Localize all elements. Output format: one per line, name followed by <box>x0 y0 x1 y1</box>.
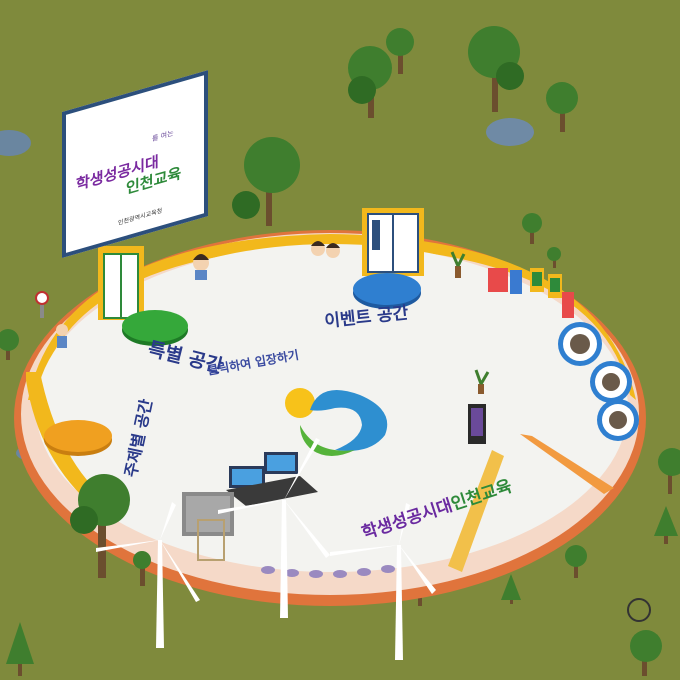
theme-zone-pad[interactable] <box>44 420 112 456</box>
tree-icon <box>0 329 19 360</box>
event-zone-pad[interactable] <box>353 273 421 309</box>
tree-icon <box>658 448 680 494</box>
student-character-icon <box>193 254 209 280</box>
tree-icon <box>348 46 392 118</box>
seat-row <box>261 565 395 578</box>
sign-pole-icon <box>35 291 49 318</box>
wind-turbine-icon <box>96 502 200 648</box>
student-character-icon <box>311 241 340 258</box>
tree-icon <box>468 26 524 112</box>
arena-wall-front <box>26 372 120 520</box>
vending-machine-icon[interactable] <box>488 268 522 294</box>
laptop-icon[interactable] <box>226 452 318 506</box>
tree-icon <box>547 247 561 268</box>
door-icon[interactable] <box>98 246 144 320</box>
tree-icon <box>6 622 34 676</box>
plant-icon <box>474 369 490 394</box>
tree-icon <box>386 28 414 74</box>
tree-icon <box>546 82 578 132</box>
plant-icon <box>450 251 466 278</box>
billboard-subtitle: 를 여는 <box>152 129 174 144</box>
vending-machine-icon[interactable] <box>562 292 574 318</box>
tree-icon <box>133 551 151 586</box>
billboard-org: 인천광역시교육청 <box>118 207 163 227</box>
rock-icon <box>486 118 534 146</box>
tree-icon <box>501 574 521 604</box>
student-character-icon <box>56 324 68 348</box>
theme-medallion[interactable] <box>597 399 639 441</box>
wind-turbine-icon <box>218 438 330 618</box>
door-icon[interactable] <box>362 208 424 276</box>
tree-icon <box>522 213 542 244</box>
theme-medallion[interactable] <box>558 322 602 366</box>
rock-icon <box>0 130 31 156</box>
booth-frame-icon <box>182 492 234 561</box>
tree-icon <box>565 545 587 578</box>
special-zone-pad[interactable] <box>122 310 188 346</box>
tree-icon <box>232 137 300 226</box>
theme-medallion[interactable] <box>590 361 632 403</box>
compass-icon[interactable] <box>627 598 651 622</box>
kiosk-icon[interactable] <box>468 404 486 444</box>
display-board-icon[interactable] <box>530 268 562 298</box>
tree-icon <box>630 630 662 676</box>
wind-turbine-icon <box>330 503 436 660</box>
tree-icon <box>654 506 678 544</box>
ramp-icon <box>448 434 614 572</box>
